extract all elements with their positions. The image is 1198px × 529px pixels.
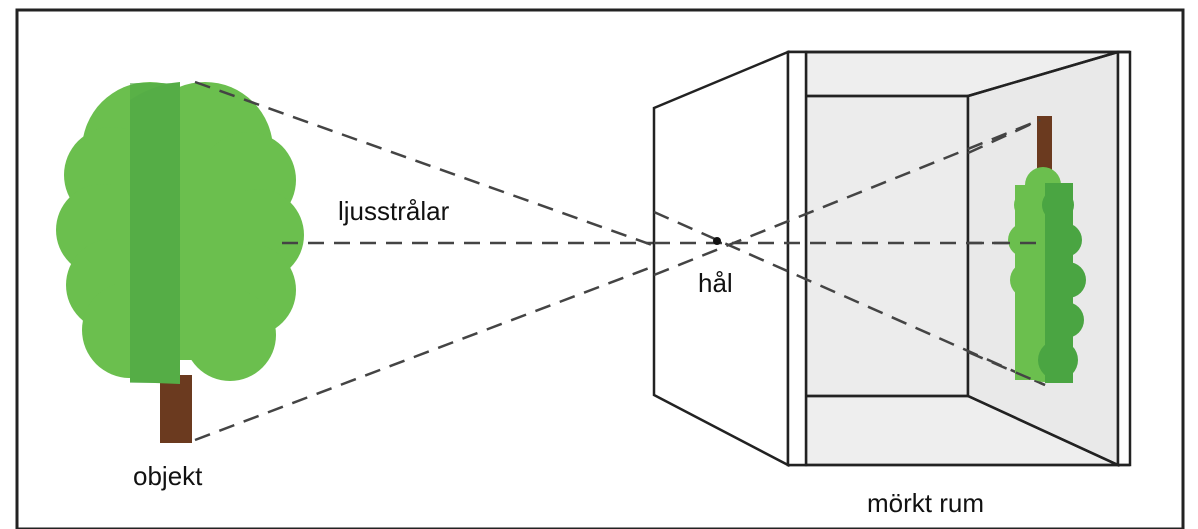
light-rays-tail	[967, 118, 1046, 387]
object-tree-trunk	[160, 375, 192, 443]
label-dark-room: mörkt rum	[867, 488, 984, 518]
label-object: objekt	[133, 461, 203, 491]
ray-top-to-bottom	[194, 80, 1046, 387]
label-light-rays: ljusstrålar	[338, 196, 450, 226]
room-back-wall	[804, 94, 970, 398]
label-hole: hål	[698, 268, 733, 298]
room-front-edge	[786, 50, 808, 467]
object-tree-midline-shade	[130, 82, 180, 384]
pinhole	[713, 237, 721, 245]
room-front-wall	[652, 50, 790, 468]
ray-bottom-to-top	[194, 118, 1041, 442]
object-tree-icon	[56, 82, 304, 443]
inverted-tree-icon	[1008, 116, 1086, 383]
projected-tree-trunk	[1037, 116, 1052, 178]
figure-border	[15, 8, 1185, 529]
room-frame-right	[1116, 50, 1132, 467]
